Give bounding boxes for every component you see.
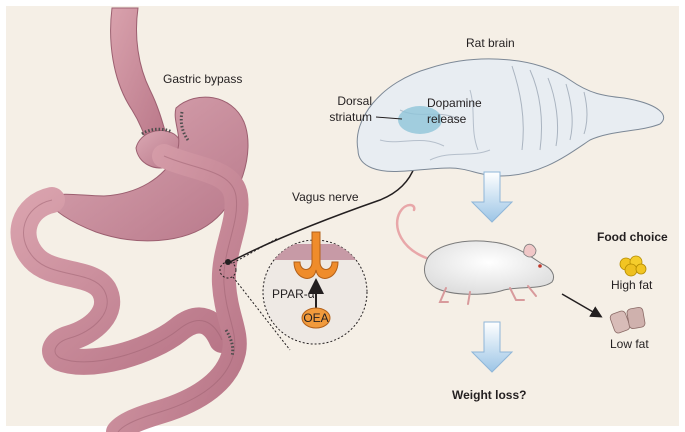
rat-brain-label: Rat brain (466, 36, 515, 50)
vagus-nerve-label: Vagus nerve (292, 190, 359, 204)
rat-eye (538, 264, 542, 268)
low-fat-label: Low fat (610, 337, 649, 351)
rat-to-weightloss-arrow (470, 321, 514, 373)
zoom-origin-circle (219, 261, 237, 279)
zoom-line-bottom (232, 276, 291, 351)
remnant-stomach (47, 96, 249, 242)
oea-molecule (301, 307, 331, 329)
high-fat-label: High fat (611, 278, 653, 292)
striatum-label: striatum (329, 110, 372, 124)
brain-to-rat-arrow (470, 171, 514, 223)
rat-body (423, 240, 555, 295)
roux-limb-outline (117, 155, 238, 432)
food-choice-label: Food choice (597, 230, 668, 244)
rat-brain (356, 58, 665, 177)
staple-line-remnant (179, 111, 190, 141)
dorsal-label: Dorsal (337, 94, 372, 108)
dopamine-label: Dopamine (427, 96, 482, 110)
staple-line-anastomosis (224, 329, 235, 357)
rat-legs (438, 285, 537, 305)
rat-tail (395, 203, 434, 262)
oea-label: OEA (303, 311, 328, 325)
rat-ear (523, 243, 537, 258)
zoom-line-top (232, 237, 279, 264)
high-fat-food-icon (619, 255, 647, 277)
rat-to-food-arrow (561, 293, 603, 318)
ppar-receptor-icon (293, 231, 339, 279)
biliopancreatic-limb-outline (23, 199, 223, 363)
dorsal-striatum-highlight (398, 106, 442, 134)
brain-cerebellum-folds (511, 65, 588, 151)
staple-line-pouch (141, 127, 173, 136)
weight-loss-label: Weight loss? (452, 388, 526, 402)
striatum-pointer (375, 116, 403, 120)
low-fat-food-icon (609, 306, 646, 334)
gastric-bypass-label: Gastric bypass (163, 72, 242, 86)
ppar-label: PPAR-α (272, 287, 315, 301)
release-label: release (427, 112, 467, 126)
